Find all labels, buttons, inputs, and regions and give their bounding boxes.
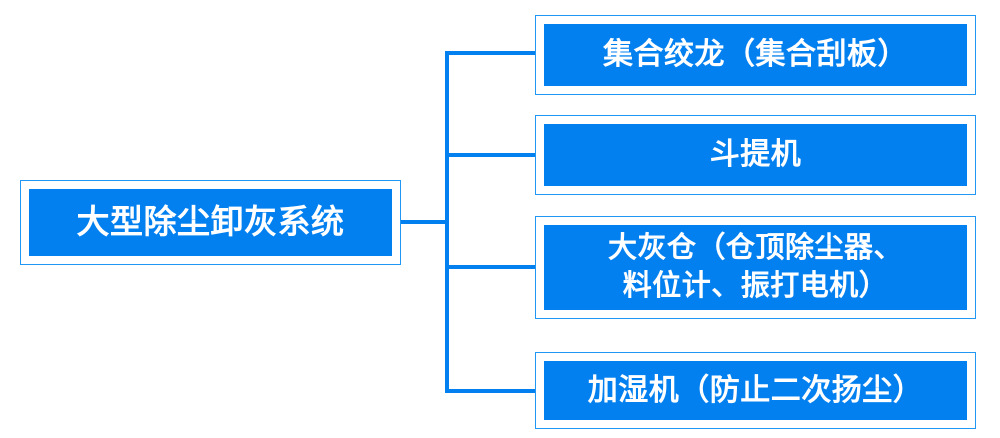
node-child-3-fill: 大灰仓（仓顶除尘器、 料位计、振打电机） <box>544 225 967 310</box>
node-root-label: 大型除尘卸灰系统 <box>76 203 345 241</box>
node-child-2-label: 斗提机 <box>709 138 802 172</box>
node-child-3[interactable]: 大灰仓（仓顶除尘器、 料位计、振打电机） <box>535 216 976 319</box>
connector-root-stub <box>401 220 447 224</box>
node-child-1-fill: 集合绞龙（集合刮板） <box>544 24 967 86</box>
connector-branch-3 <box>445 265 544 269</box>
connector-branch-1 <box>445 51 544 55</box>
connector-vertical-trunk <box>445 51 449 393</box>
connector-branch-2 <box>445 153 544 157</box>
node-root-fill: 大型除尘卸灰系统 <box>29 189 392 256</box>
node-child-1[interactable]: 集合绞龙（集合刮板） <box>535 15 976 95</box>
node-child-1-label: 集合绞龙（集合刮板） <box>603 38 908 72</box>
node-child-4[interactable]: 加湿机（防止二次扬尘） <box>535 352 976 429</box>
connector-branch-4 <box>445 389 544 393</box>
node-root[interactable]: 大型除尘卸灰系统 <box>20 180 401 265</box>
node-child-4-fill: 加湿机（防止二次扬尘） <box>544 361 967 420</box>
node-child-4-label: 加湿机（防止二次扬尘） <box>587 373 924 407</box>
node-child-2-fill: 斗提机 <box>544 124 967 186</box>
node-child-3-label: 大灰仓（仓顶除尘器、 料位计、振打电机） <box>607 231 903 302</box>
node-child-2[interactable]: 斗提机 <box>535 115 976 195</box>
